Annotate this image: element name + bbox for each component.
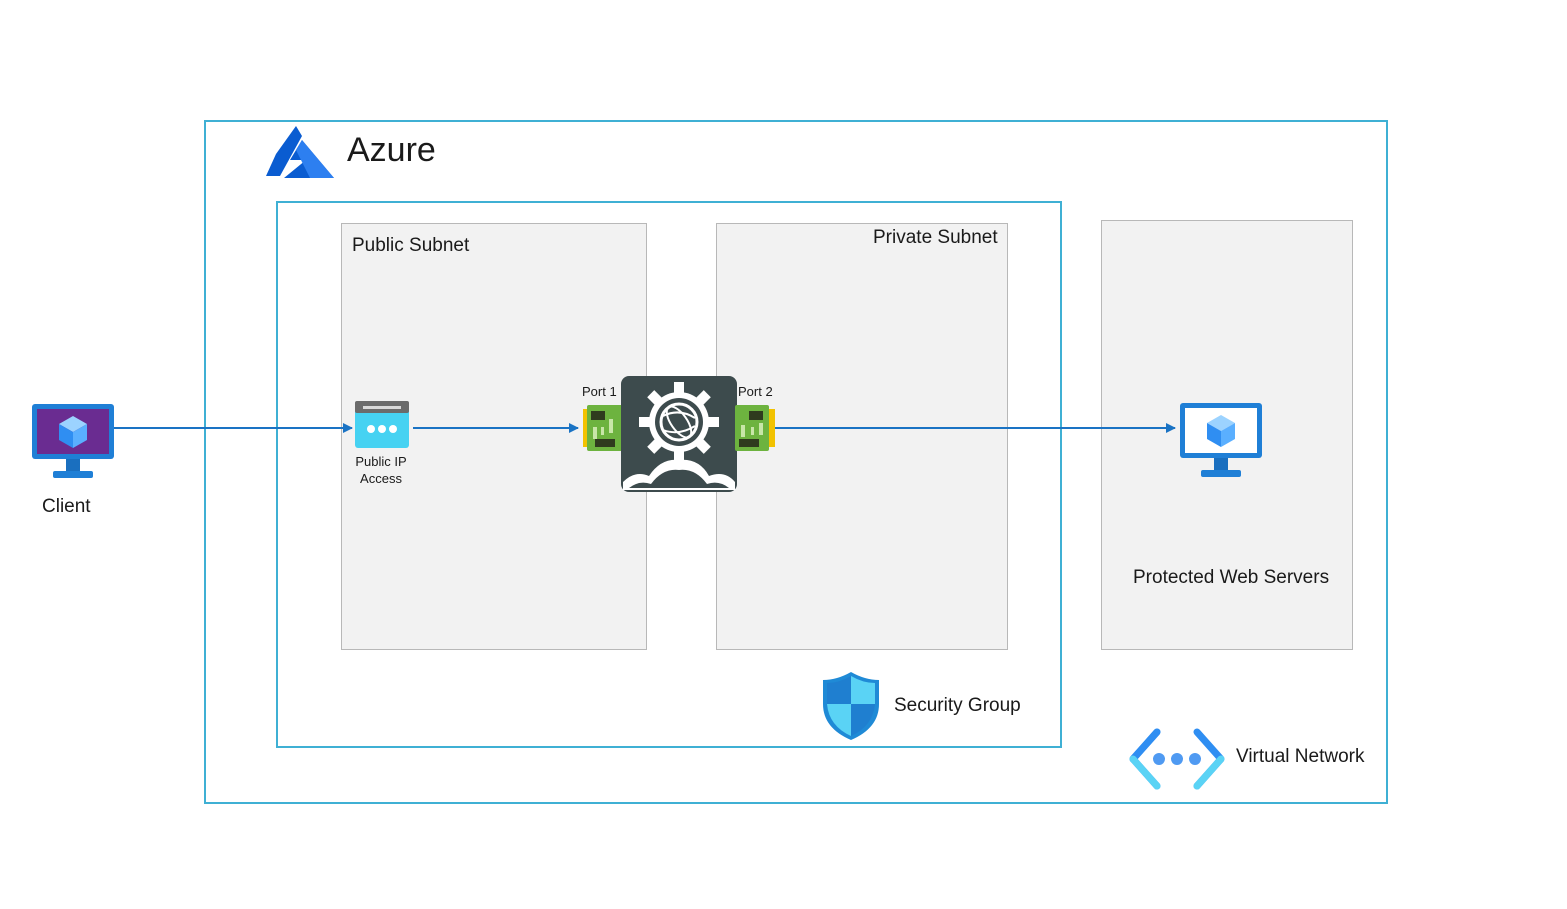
port1-label: Port 1 — [582, 384, 617, 399]
azure-title: Azure — [347, 131, 436, 169]
client-label: Client — [42, 496, 91, 517]
public-subnet-label: Public Subnet — [352, 235, 470, 256]
port1-nic-icon — [583, 405, 623, 451]
security-group-label: Security Group — [894, 695, 1021, 716]
protected-servers-label: Protected Web Servers — [1133, 567, 1330, 588]
private-subnet-label: Private Subnet — [873, 227, 998, 248]
client-monitor-icon — [32, 404, 114, 478]
public-ip-label: Public IP Access — [346, 453, 416, 487]
port2-label: Port 2 — [738, 384, 773, 399]
public-ip-icon — [355, 401, 409, 448]
server-monitor-icon — [1180, 403, 1262, 477]
azure-boundary — [204, 120, 1388, 804]
public-ip-label-line1: Public IP — [355, 454, 407, 469]
security-group-boundary — [276, 201, 1062, 748]
public-ip-label-line2: Access — [360, 471, 402, 486]
gear-globe-appliance-icon — [621, 376, 737, 492]
virtual-network-icon — [1129, 728, 1225, 790]
virtual-network-label: Virtual Network — [1236, 746, 1365, 767]
shield-icon — [823, 672, 879, 740]
azure-logo-icon — [266, 126, 334, 178]
port2-nic-icon — [735, 405, 775, 451]
